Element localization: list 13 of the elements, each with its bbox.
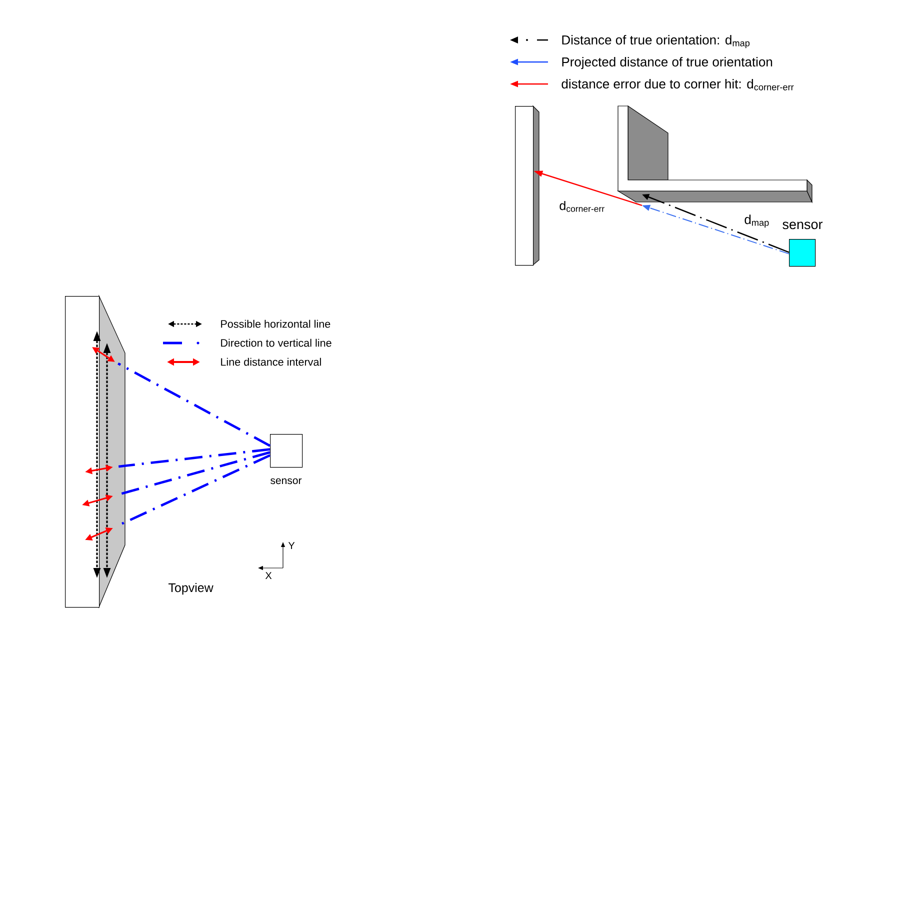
line [118, 448, 270, 468]
node-caption: sensor [270, 478, 302, 484]
line [118, 362, 271, 447]
edge-label: d$_{map}$ [743, 214, 771, 229]
view-label: Topview [168, 582, 214, 595]
axis-label: X [265, 572, 272, 579]
axis-label: Y [288, 542, 295, 549]
legend-text: Distance of true orientation: d$_{map}$ [562, 35, 750, 48]
legend-text: Projected distance of true orientation [562, 57, 772, 70]
legend-text: Possible horizontal line [221, 320, 330, 328]
node-caption: sensor [782, 222, 823, 230]
legend-text: Direction to vertical line [221, 338, 332, 347]
legend-text: Line distance interval [221, 358, 321, 366]
